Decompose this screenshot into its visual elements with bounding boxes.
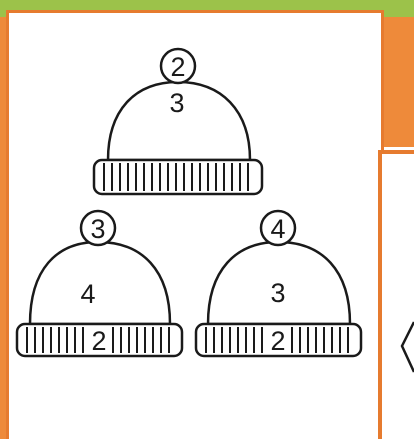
crown-number: 4 xyxy=(80,279,95,309)
pompom-number: 3 xyxy=(90,214,105,244)
band-number: 2 xyxy=(91,326,106,356)
pompom-number: 4 xyxy=(270,214,285,244)
hat-crown-shape xyxy=(30,242,170,324)
band-number: 2 xyxy=(270,326,285,356)
crown-number: 3 xyxy=(270,278,285,308)
hat-bottom-left: 2 3 4 xyxy=(17,211,182,356)
crown-number: 3 xyxy=(169,88,184,118)
partial-diamond-shape xyxy=(402,322,414,372)
hat-top: 2 3 xyxy=(94,49,262,194)
hat-bottom-right: 2 4 3 xyxy=(196,211,361,356)
pompom-number: 2 xyxy=(170,52,185,82)
